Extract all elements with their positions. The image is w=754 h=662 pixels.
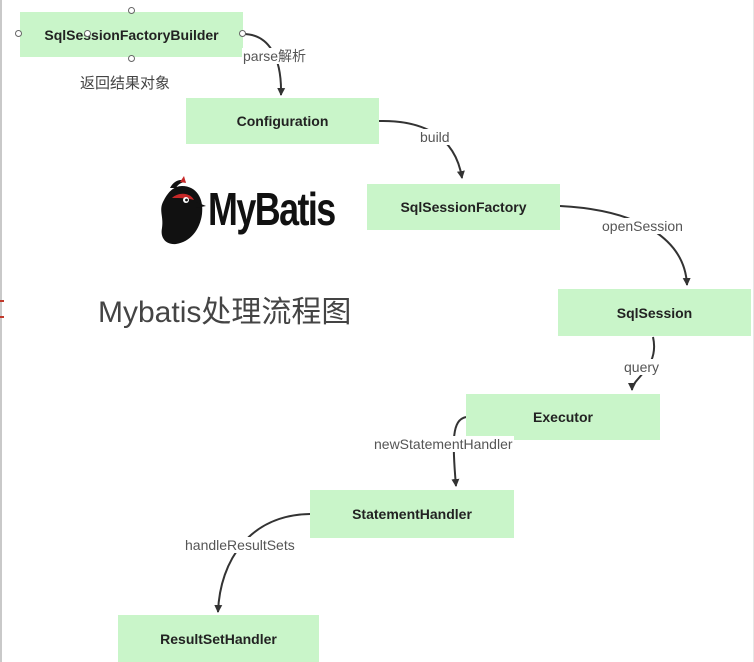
edge-label-build: build	[419, 129, 451, 145]
arrow-handle-result-sets	[214, 513, 311, 613]
node-sqlsessionfactory[interactable]: SqlSessionFactory	[367, 184, 560, 230]
selection-handle[interactable]	[128, 7, 135, 14]
ruler-marker	[0, 300, 4, 302]
node-configuration[interactable]: Configuration	[186, 98, 379, 144]
selection-handle[interactable]	[128, 55, 135, 62]
selection-handle[interactable]	[239, 30, 246, 37]
node-resultsethandler[interactable]: ResultSetHandler	[118, 615, 319, 662]
canvas-left-border	[0, 0, 2, 662]
edge-label-query: query	[623, 359, 661, 375]
edge-label-newstatementhandler: newStatementHandler	[373, 436, 514, 452]
selection-handle[interactable]	[84, 30, 91, 37]
edge-label-opensession: openSession	[601, 218, 684, 234]
edge-label-handleresultsets: handleResultSets	[184, 537, 296, 553]
node-statementhandler[interactable]: StatementHandler	[310, 490, 514, 538]
return-result-note: 返回结果对象	[80, 75, 171, 92]
ruler-marker	[0, 316, 4, 318]
node-sqlsession[interactable]: SqlSession	[558, 289, 751, 336]
arrow-parse	[242, 33, 286, 96]
mybatis-logo-text: MyBatis	[208, 183, 336, 235]
node-executor[interactable]: Executor	[466, 394, 660, 440]
node-sqlsessionfactorybuilder[interactable]: SqlSessionFactoryBuilder	[20, 12, 243, 57]
selection-handle[interactable]	[15, 30, 22, 37]
mybatis-bird-icon	[161, 176, 206, 245]
diagram-title: Mybatis处理流程图	[98, 296, 352, 329]
edge-label-parse: parse解析	[242, 48, 308, 64]
arrow-new-statement-handler	[451, 416, 467, 487]
